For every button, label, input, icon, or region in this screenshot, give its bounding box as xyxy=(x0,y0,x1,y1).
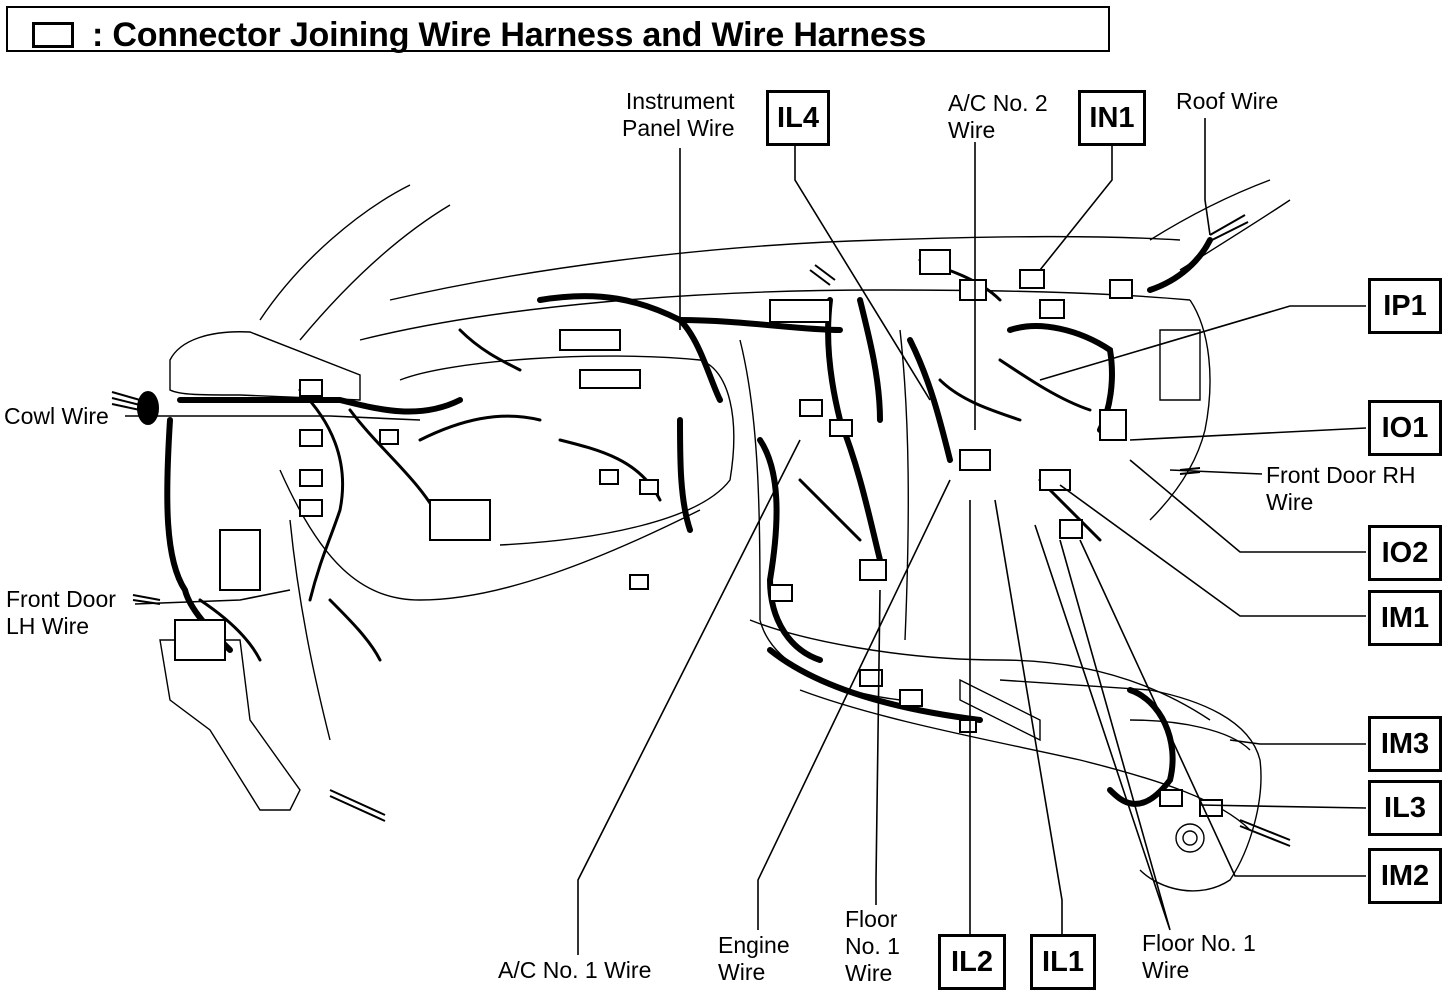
label-engine-wire: Engine Wire xyxy=(718,932,790,985)
stub-wire-ends xyxy=(111,214,1291,847)
label-cowl-wire: Cowl Wire xyxy=(4,403,109,429)
connector-code-io1: IO1 xyxy=(1368,400,1442,456)
label-floor-no1-wire-center: Floor No. 1 Wire xyxy=(845,906,900,986)
label-instrument-panel-wire: Instrument Panel Wire xyxy=(622,88,735,141)
label-ac-no2-wire: A/C No. 2 Wire xyxy=(948,90,1048,143)
connector-blocks xyxy=(174,249,1223,817)
title-row: : Connector Joining Wire Harness and Wir… xyxy=(92,16,926,55)
label-ac-no1-wire: A/C No. 1 Wire xyxy=(498,957,652,983)
connector-code-il1: IL1 xyxy=(1030,934,1096,990)
leader-lines xyxy=(125,118,1367,955)
title-separator: : xyxy=(92,16,104,54)
connector-code-im1: IM1 xyxy=(1368,590,1442,646)
connector-code-im3: IM3 xyxy=(1368,716,1442,772)
connector-legend-icon xyxy=(32,22,74,48)
connector-code-il3: IL3 xyxy=(1368,780,1442,836)
connector-code-in1: IN1 xyxy=(1078,90,1146,146)
wire-harness-paths xyxy=(164,237,1213,807)
connector-code-im2: IM2 xyxy=(1368,848,1442,904)
page-title: Connector Joining Wire Harness and Wire … xyxy=(112,16,927,54)
connector-code-il2: IL2 xyxy=(938,934,1006,990)
label-roof-wire: Roof Wire xyxy=(1176,88,1279,114)
label-front-door-rh-wire: Front Door RH Wire xyxy=(1266,462,1416,515)
connector-code-il4: IL4 xyxy=(766,90,830,146)
label-front-door-lh-wire: Front Door LH Wire xyxy=(6,586,116,639)
label-floor-no1-wire-right: Floor No. 1 Wire xyxy=(1142,930,1256,983)
title-bar: : Connector Joining Wire Harness and Wir… xyxy=(6,6,1110,55)
connector-code-ip1: IP1 xyxy=(1368,278,1442,334)
connector-code-io2: IO2 xyxy=(1368,525,1442,581)
